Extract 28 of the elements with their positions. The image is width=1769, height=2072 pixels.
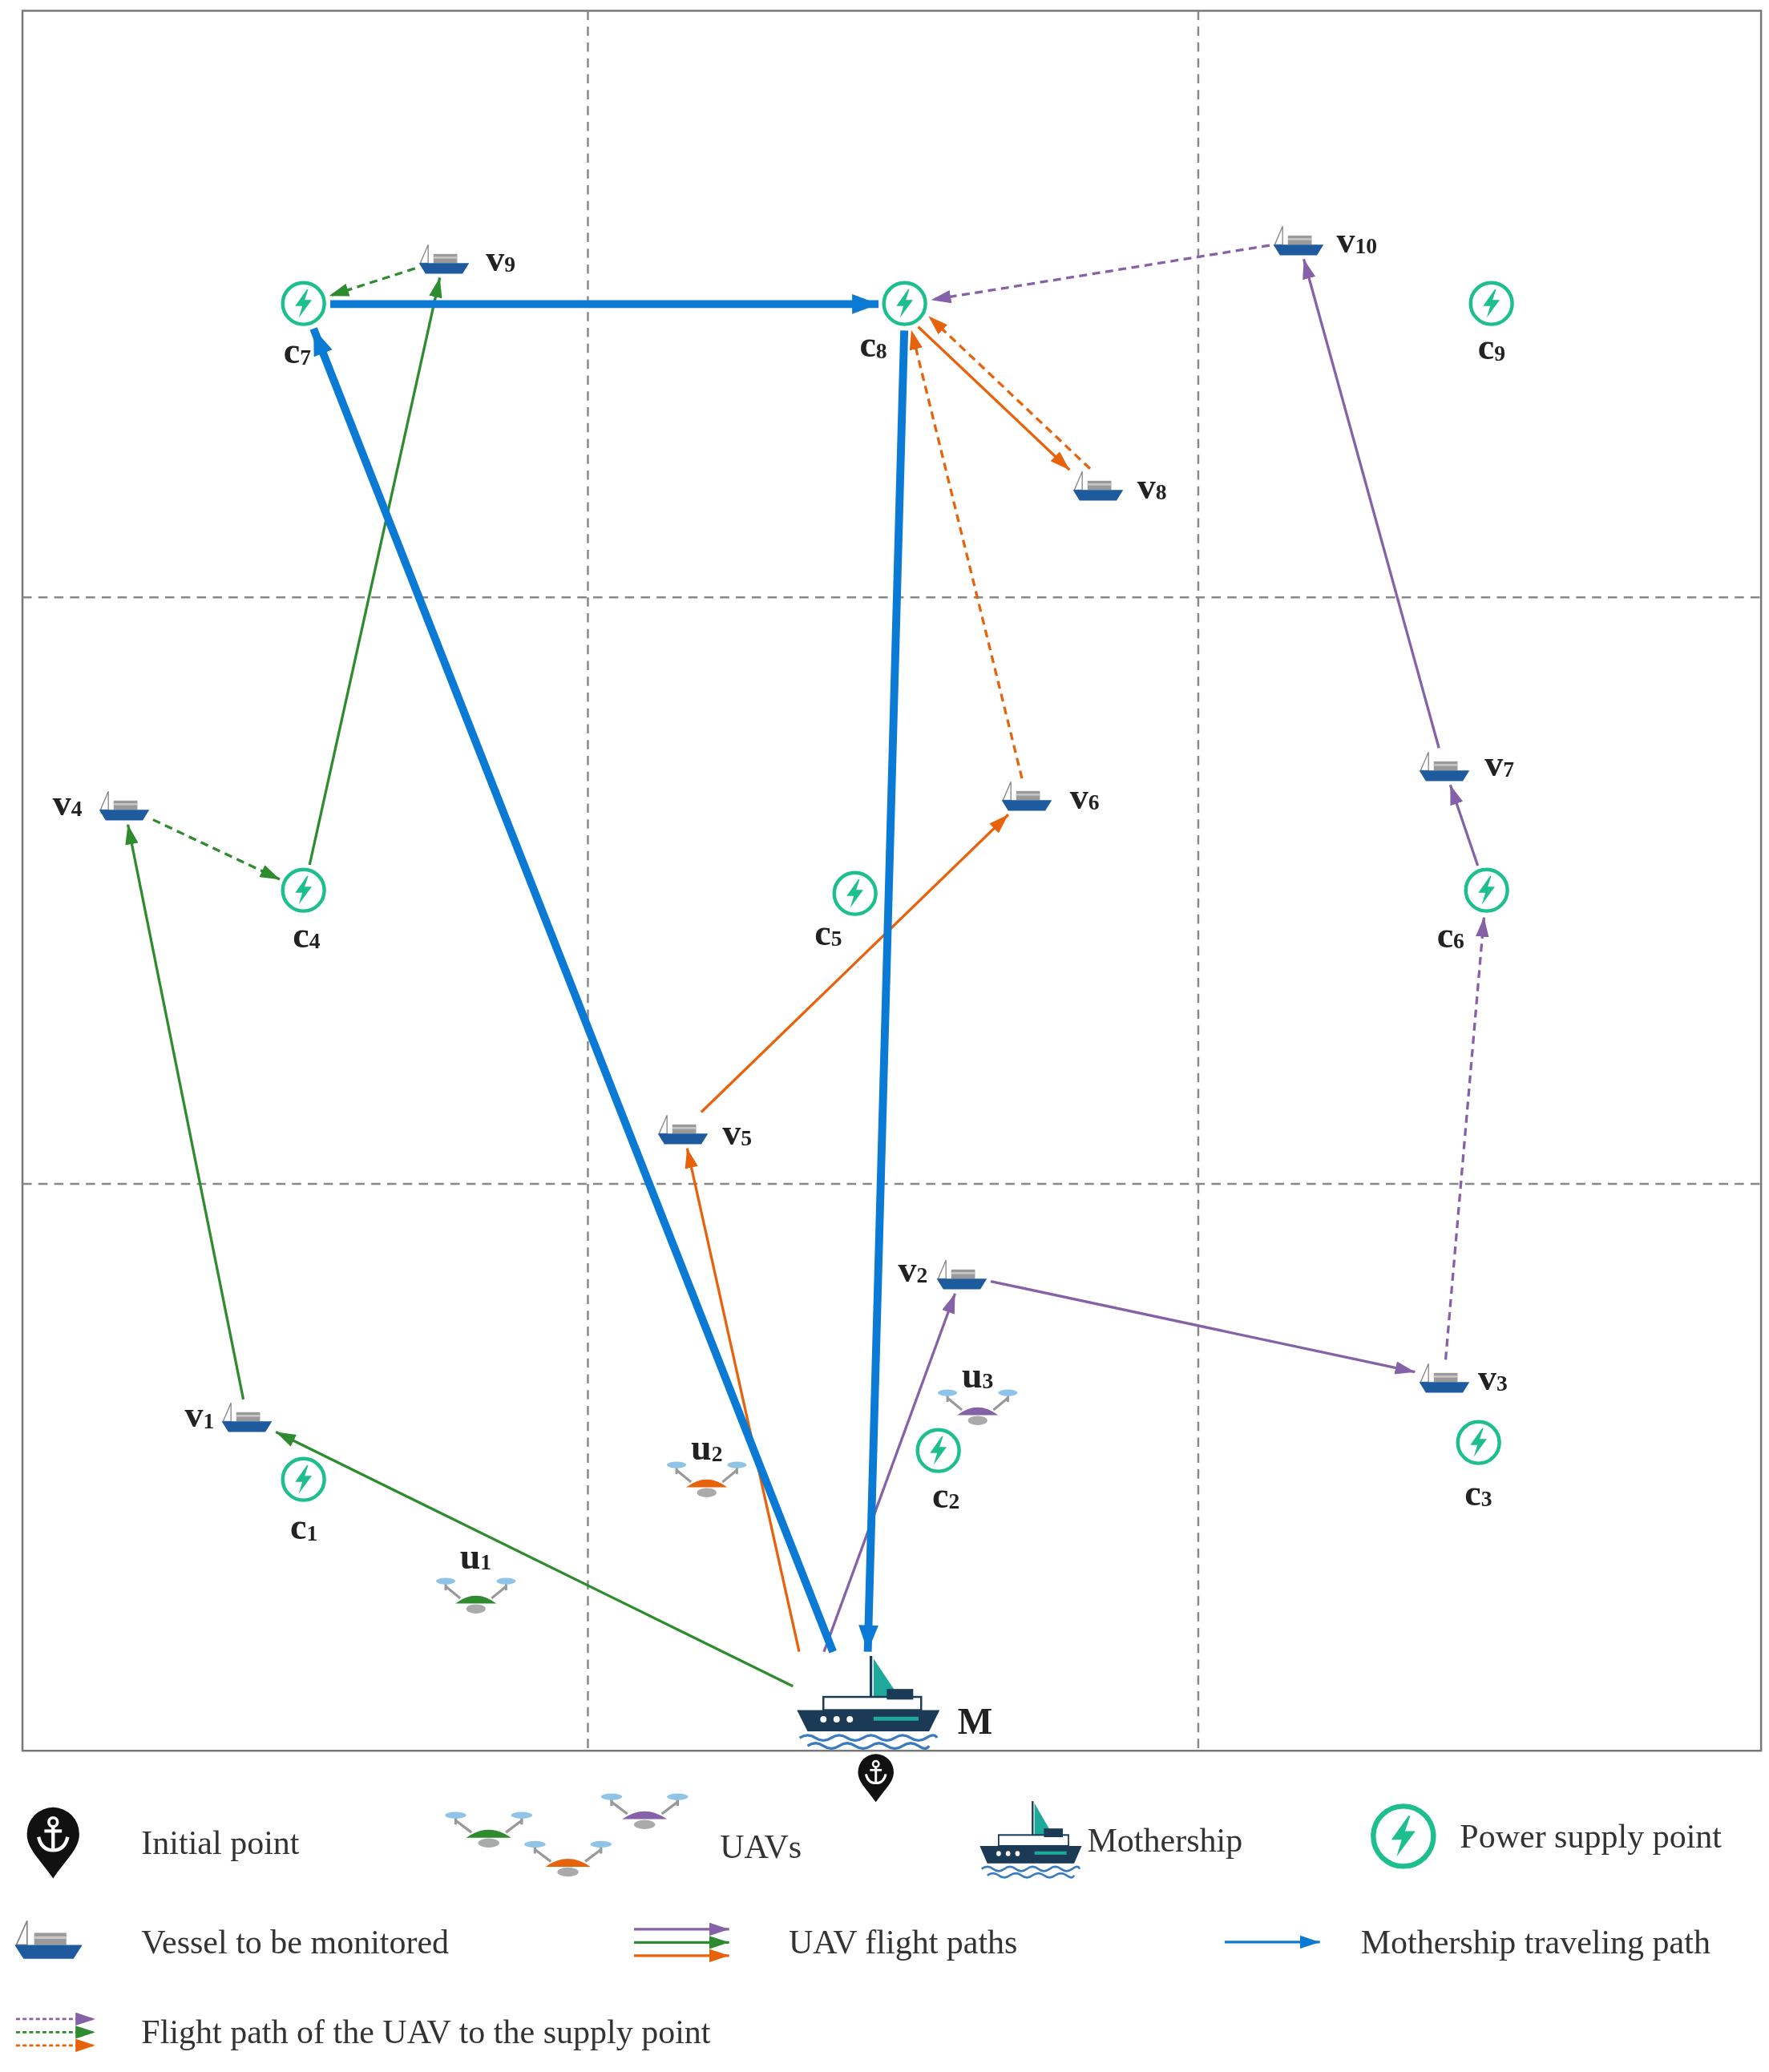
arrow	[1302, 258, 1440, 749]
node-label: M	[957, 1702, 993, 1740]
arrow	[308, 277, 442, 866]
arrow	[330, 294, 879, 314]
legend-label: UAV flight paths	[789, 1923, 1018, 1961]
arrow	[152, 818, 281, 881]
arrow	[275, 1431, 794, 1688]
arrow	[1444, 916, 1489, 1360]
legend-label: Initial point	[141, 1824, 300, 1862]
arrow	[125, 824, 245, 1400]
arrow	[909, 329, 1024, 779]
legend-label: Power supply point	[1460, 1817, 1722, 1856]
arrow	[700, 814, 1010, 1113]
arrow	[931, 244, 1270, 304]
legend-label: Flight path of the UAV to the supply point	[141, 2013, 711, 2051]
legend-label: Mothership traveling path	[1360, 1923, 1710, 1961]
legend-label: UAVs	[720, 1828, 802, 1866]
arrow	[822, 1293, 957, 1653]
arrow	[917, 325, 1071, 471]
arrow	[685, 1148, 801, 1652]
arrow	[858, 330, 909, 1652]
arrow	[990, 1279, 1416, 1375]
arrow	[1448, 784, 1480, 866]
legend-label: Mothership	[1087, 1821, 1243, 1860]
legend-label: Vessel to be monitored	[141, 1923, 450, 1961]
arrow	[329, 267, 416, 297]
arrow	[309, 327, 837, 1654]
arrow	[927, 315, 1092, 470]
